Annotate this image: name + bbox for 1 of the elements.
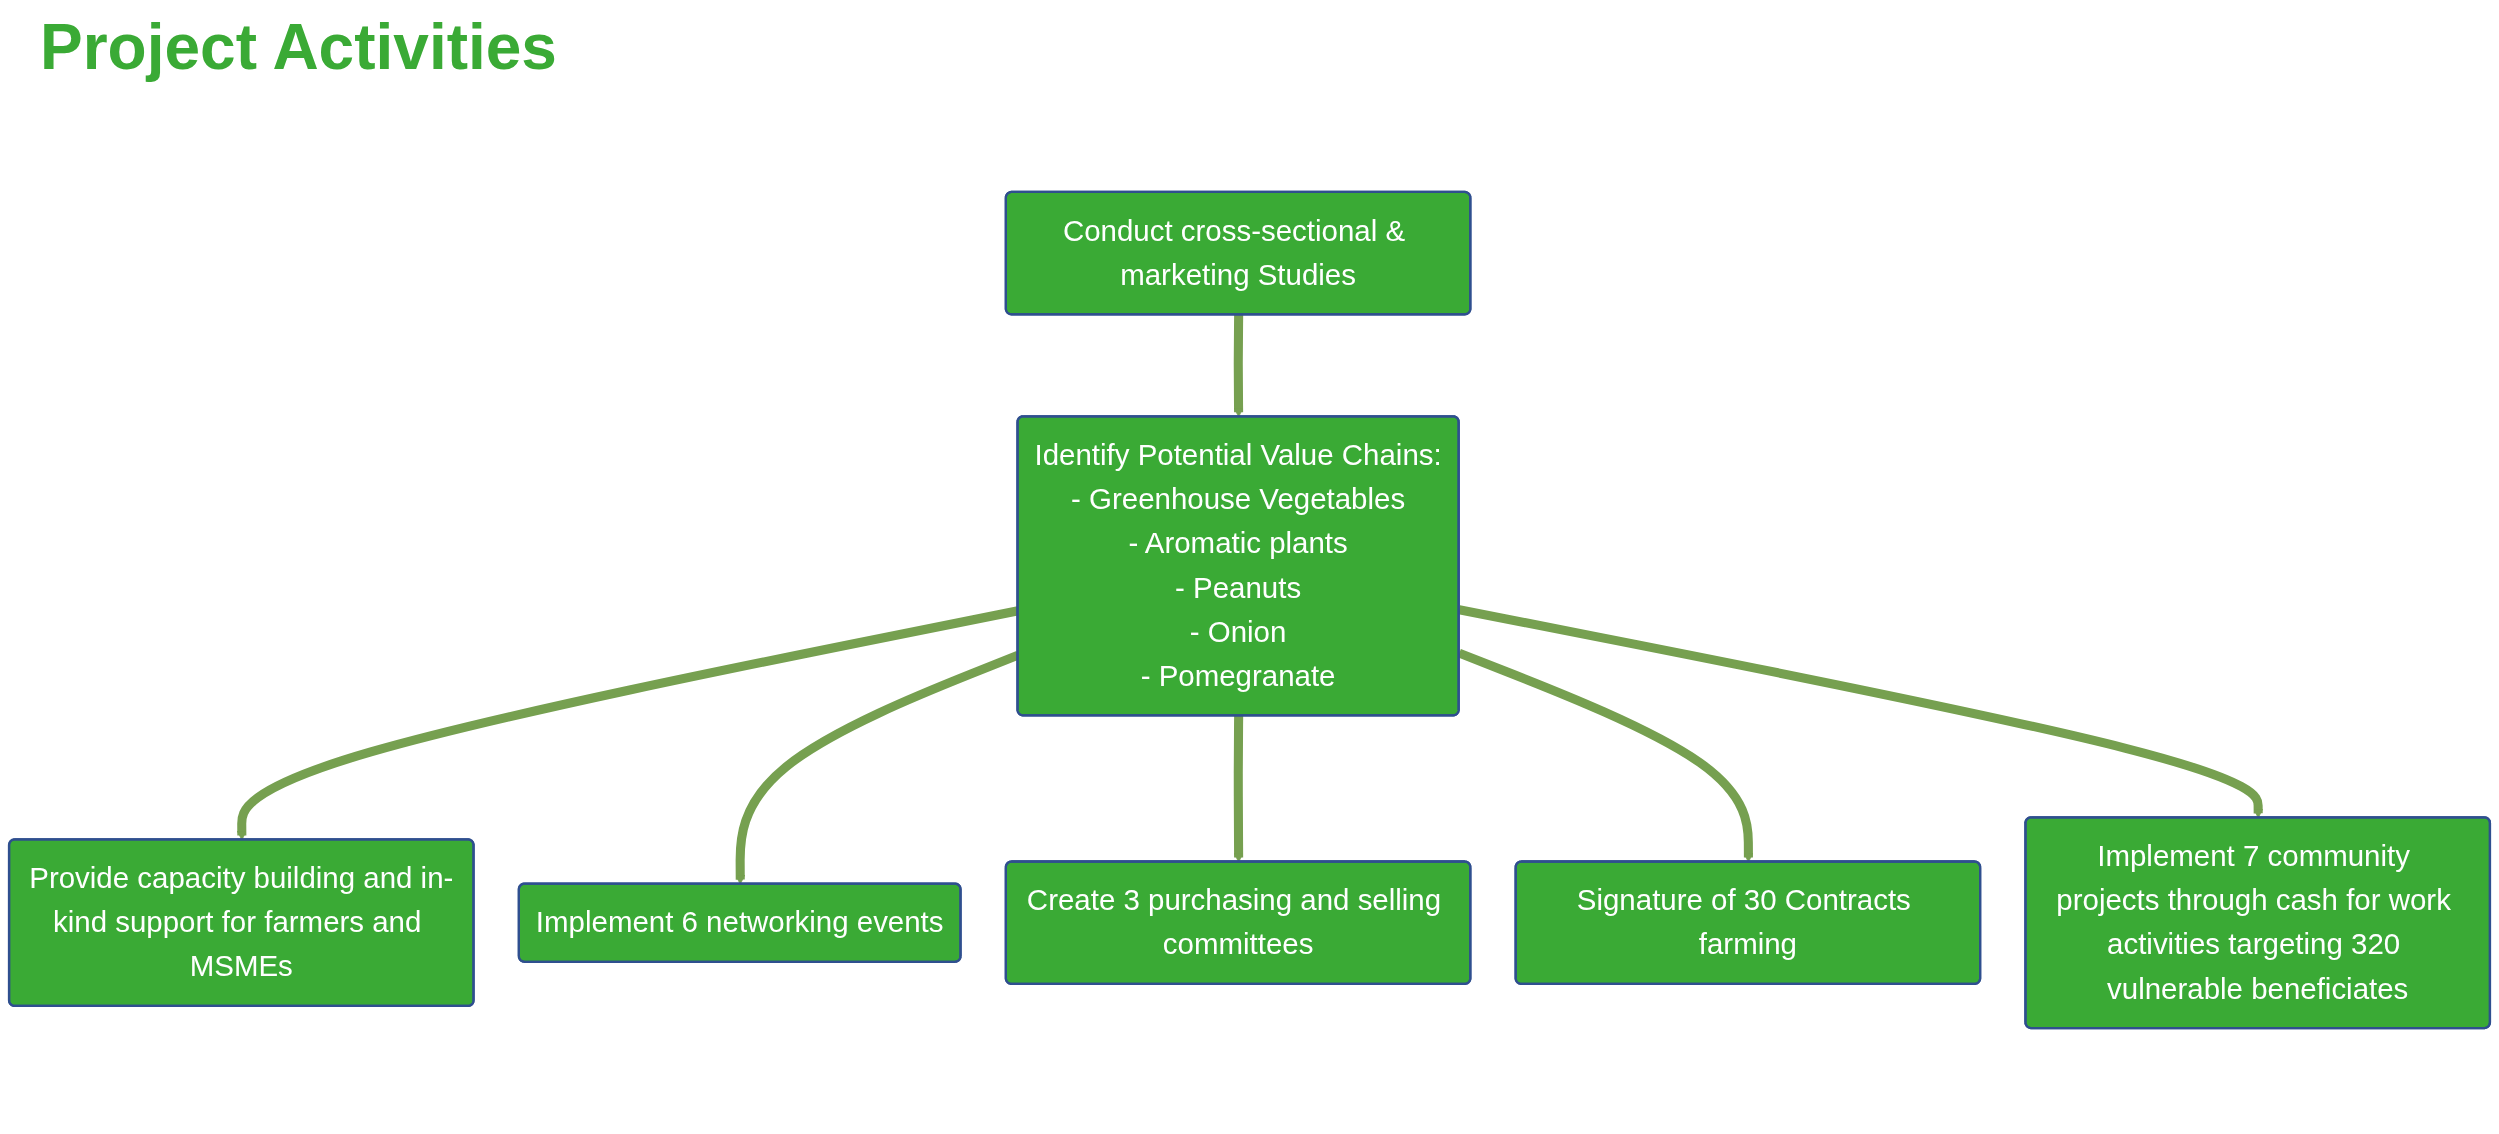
- title: Project Activities: [40, 10, 557, 84]
